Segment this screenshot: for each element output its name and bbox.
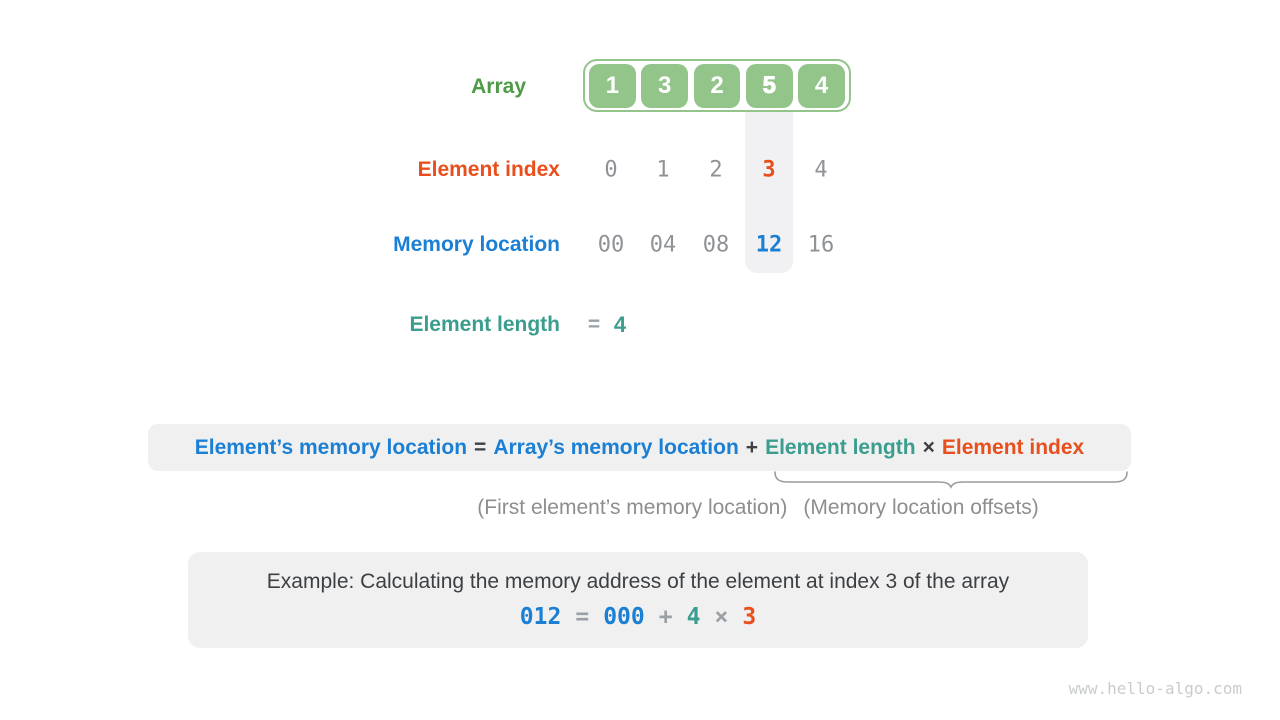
eq-times: × bbox=[714, 604, 729, 630]
index-value: 0 bbox=[604, 157, 618, 183]
example-box: Example: Calculating the memory address … bbox=[188, 552, 1088, 648]
formula-annotations: (First element’s memory location) (Memor… bbox=[477, 496, 1038, 520]
offsets-brace bbox=[774, 471, 1128, 489]
index-value: 4 bbox=[814, 157, 828, 183]
formula-element-memory-location: Element’s memory location bbox=[194, 435, 468, 459]
array-cell: 2 bbox=[693, 63, 741, 108]
formula-element-index: Element index bbox=[941, 435, 1085, 459]
eq-length: 4 bbox=[686, 604, 701, 630]
array-container: 1 3 2 5 4 bbox=[583, 59, 851, 112]
equals-sign: = bbox=[587, 313, 601, 336]
watermark: www.hello-algo.com bbox=[1068, 679, 1242, 698]
array-cell: 3 bbox=[641, 63, 689, 108]
memory-value: 08 bbox=[702, 232, 730, 258]
element-index-label: Element index bbox=[417, 158, 560, 181]
memory-location-label: Memory location bbox=[393, 233, 560, 256]
formula-times: × bbox=[922, 435, 935, 459]
index-value: 2 bbox=[709, 157, 723, 183]
array-cell: 1 bbox=[589, 63, 636, 108]
example-equation: 012 = 000 + 4 × 3 bbox=[513, 604, 763, 630]
eq-index: 3 bbox=[742, 604, 757, 630]
formula-element-length: Element length bbox=[765, 435, 916, 459]
memory-formula: Element’s memory location = Array’s memo… bbox=[148, 424, 1131, 471]
element-length-label: Element length bbox=[409, 313, 560, 336]
index-value: 1 bbox=[656, 157, 670, 183]
memory-value: 00 bbox=[597, 232, 625, 258]
array-cell-highlighted: 5 bbox=[745, 63, 793, 108]
index-value-highlighted: 3 bbox=[762, 157, 776, 183]
array-label: Array bbox=[471, 75, 526, 98]
memory-value: 16 bbox=[807, 232, 835, 258]
eq-result: 012 bbox=[519, 604, 562, 630]
highlight-column-band bbox=[745, 110, 793, 273]
first-element-annotation: (First element’s memory location) bbox=[477, 496, 788, 519]
formula-plus: + bbox=[745, 435, 759, 459]
eq-equals: = bbox=[575, 604, 590, 630]
element-length-value: 4 bbox=[613, 312, 627, 337]
formula-equals: = bbox=[474, 435, 487, 459]
memory-value-highlighted: 12 bbox=[755, 232, 783, 258]
memory-value: 04 bbox=[649, 232, 677, 258]
formula-array-memory-location: Array’s memory location bbox=[493, 435, 739, 459]
eq-base-address: 000 bbox=[603, 604, 645, 630]
array-cell: 4 bbox=[798, 63, 845, 108]
offsets-annotation: (Memory location offsets) bbox=[803, 496, 1039, 519]
example-title: Example: Calculating the memory address … bbox=[266, 570, 1010, 593]
eq-plus: + bbox=[658, 604, 673, 630]
